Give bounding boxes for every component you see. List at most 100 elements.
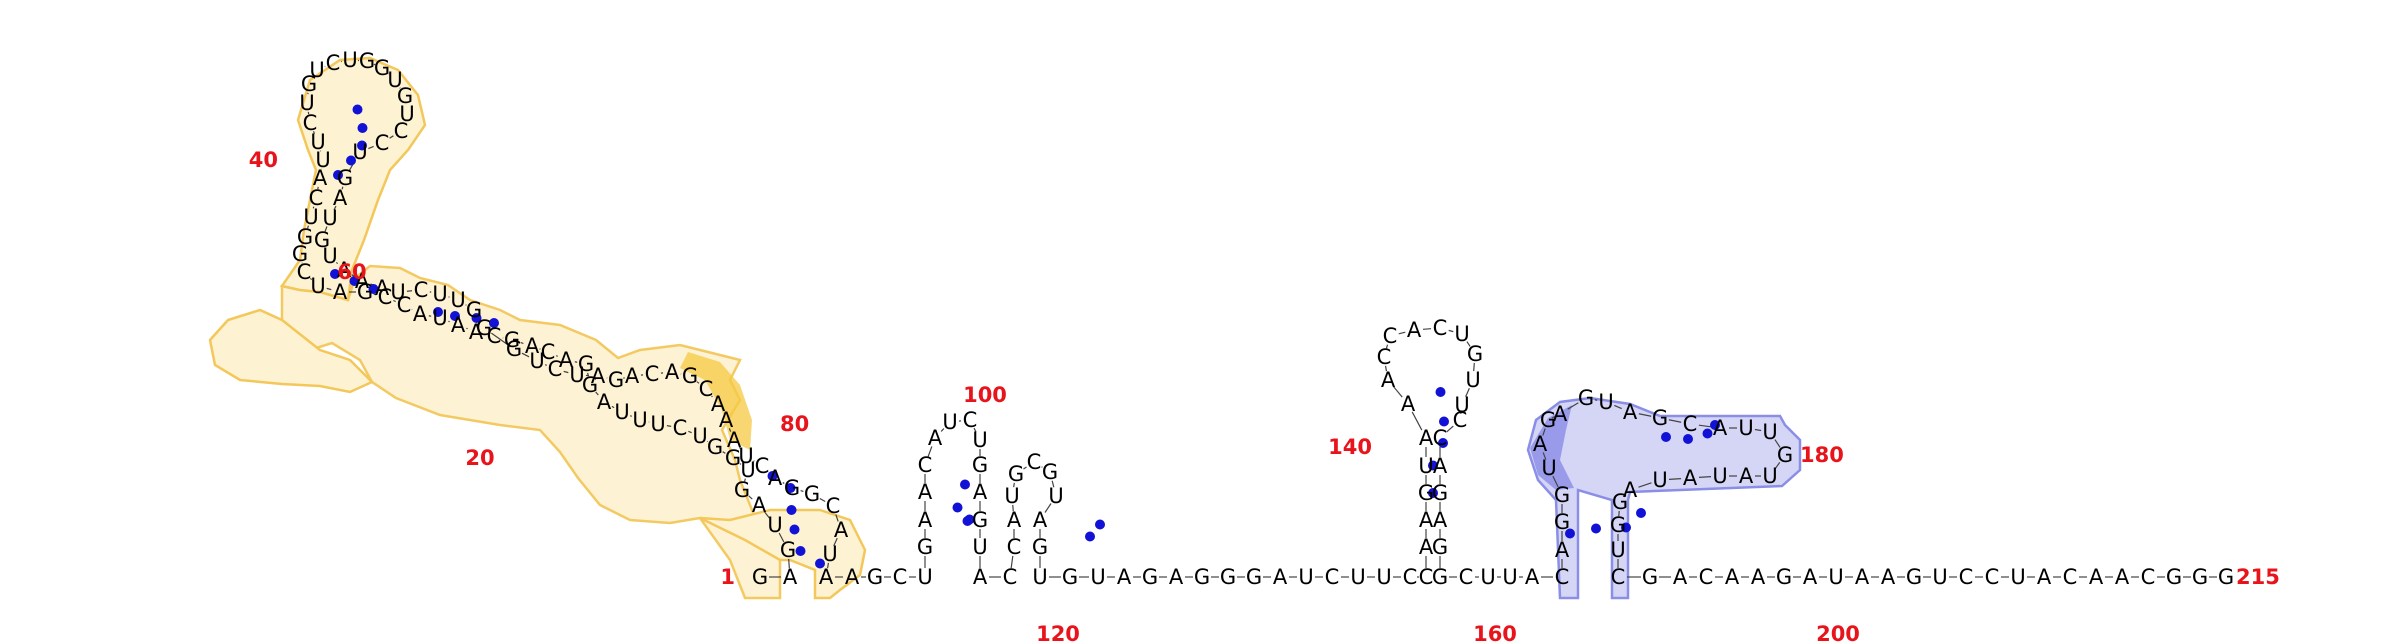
- nucleotide: A: [625, 364, 640, 388]
- nucleotide: A: [973, 565, 988, 589]
- nucleotide: G: [292, 242, 308, 266]
- backbone-bond: [1446, 425, 1454, 433]
- nucleotide: C: [309, 186, 324, 210]
- nucleotide: A: [1169, 565, 1184, 589]
- backbone-bond: [1385, 344, 1389, 349]
- base-pair-dot: [1435, 387, 1446, 397]
- nucleotide: C: [1959, 565, 1974, 589]
- nucleotide: U: [299, 91, 314, 115]
- nucleotide: C: [2141, 565, 2156, 589]
- nucleotide: G: [374, 56, 390, 80]
- nucleotide: A: [2037, 565, 2052, 589]
- backbone-bond: [711, 395, 713, 398]
- nucleotide: C: [1377, 345, 1392, 369]
- blue-domain-accent: [1530, 405, 1574, 490]
- nucleotide: C: [826, 494, 841, 518]
- backbone-bond: [940, 428, 945, 432]
- backbone-bond: [1754, 428, 1762, 432]
- nucleotide: G: [1142, 565, 1158, 589]
- nucleotide: G: [734, 478, 750, 502]
- nucleotide: A: [719, 408, 734, 432]
- nucleotide: G: [359, 49, 375, 73]
- base-pair-dot: [450, 311, 460, 321]
- nucleotide: U: [1502, 565, 1517, 589]
- backbone-bond: [326, 287, 332, 291]
- nucleotide: A: [525, 334, 540, 358]
- base-pair-dot: [489, 318, 499, 328]
- nucleotide: C: [1555, 565, 1570, 589]
- nucleotide: G: [1418, 481, 1434, 505]
- nucleotide: U: [390, 280, 405, 304]
- nucleotide: U: [1465, 368, 1480, 392]
- nucleotide: U: [569, 363, 584, 387]
- nucleotide: G: [504, 328, 520, 352]
- position-label: 60: [337, 260, 366, 284]
- nucleotide: A: [1855, 565, 1870, 589]
- backbone-bond: [373, 63, 376, 66]
- nucleotide: G: [466, 298, 482, 322]
- nucleotide: A: [1407, 318, 1422, 342]
- nucleotide: A: [752, 493, 767, 517]
- nucleotide: C: [375, 131, 390, 155]
- backbone-bond: [1398, 331, 1406, 335]
- nucleotide: A: [1623, 478, 1638, 502]
- nucleotide: C: [1611, 565, 1626, 589]
- base-pair-dot: [1565, 528, 1575, 539]
- nucleotide: U: [322, 206, 337, 230]
- backbone-bond: [1542, 452, 1547, 460]
- nucleotide: G: [1042, 460, 1058, 484]
- backbone-bond: [312, 131, 316, 134]
- nucleotide: U: [1541, 456, 1556, 480]
- backbone-bond: [611, 405, 615, 409]
- position-label: 215: [2236, 565, 2280, 589]
- base-pair-dot: [357, 140, 367, 151]
- backbone-bond: [312, 75, 314, 79]
- nucleotide: A: [413, 302, 428, 326]
- backbone-bond: [544, 364, 548, 366]
- nucleotide: C: [918, 453, 933, 477]
- nucleotide: A: [1033, 508, 1048, 532]
- nucleotide: G: [1612, 490, 1628, 514]
- nucleotide: C: [1027, 450, 1042, 474]
- backbone-bond: [1012, 504, 1014, 512]
- nucleotide: G: [725, 446, 741, 470]
- nucleotide: C: [2063, 565, 2078, 589]
- backbone-bond: [764, 511, 770, 519]
- nucleotide: A: [1433, 454, 1448, 478]
- position-label: 160: [1473, 622, 1517, 643]
- nucleotide: U: [342, 48, 357, 72]
- backbone-bonds: [301, 59, 2217, 578]
- nucleotide: G: [1246, 565, 1262, 589]
- nucleotide: U: [529, 349, 544, 373]
- backbone-bond: [1698, 424, 1712, 428]
- base-pair-dot: [1438, 438, 1448, 448]
- nucleotide: C: [394, 119, 409, 143]
- nucleotide: A: [1419, 535, 1434, 559]
- backbone-bond: [739, 463, 742, 465]
- nucleotide: G: [301, 72, 317, 96]
- nucleotide: A: [355, 269, 370, 293]
- nucleotide: A: [1725, 565, 1740, 589]
- nucleotide: A: [845, 565, 860, 589]
- base-pair-dot: [333, 170, 343, 180]
- backbone-bond: [368, 145, 374, 150]
- nucleotide: G: [337, 166, 353, 190]
- base-pair-dot: [357, 123, 368, 133]
- nucleotide: U: [1418, 454, 1433, 478]
- nucleotide: A: [337, 258, 352, 282]
- nucleotide: C: [645, 362, 660, 386]
- base-pair-dots: [330, 104, 1720, 569]
- nucleotide: G: [917, 535, 933, 559]
- nucleotide: U: [450, 288, 465, 312]
- nucleotide: U: [1090, 565, 1105, 589]
- nucleotide: A: [1401, 392, 1416, 416]
- nucleotide: A: [1881, 565, 1896, 589]
- backbone-bond: [819, 497, 826, 503]
- nucleotide: G: [1554, 510, 1570, 534]
- nucleotide: C: [1433, 426, 1448, 450]
- position-label: 120: [1036, 622, 1080, 643]
- nucleotide: U: [1598, 390, 1613, 414]
- nucleotide: U: [1350, 565, 1365, 589]
- nucleotide: U: [1610, 538, 1625, 562]
- nucleotide: G: [1906, 565, 1922, 589]
